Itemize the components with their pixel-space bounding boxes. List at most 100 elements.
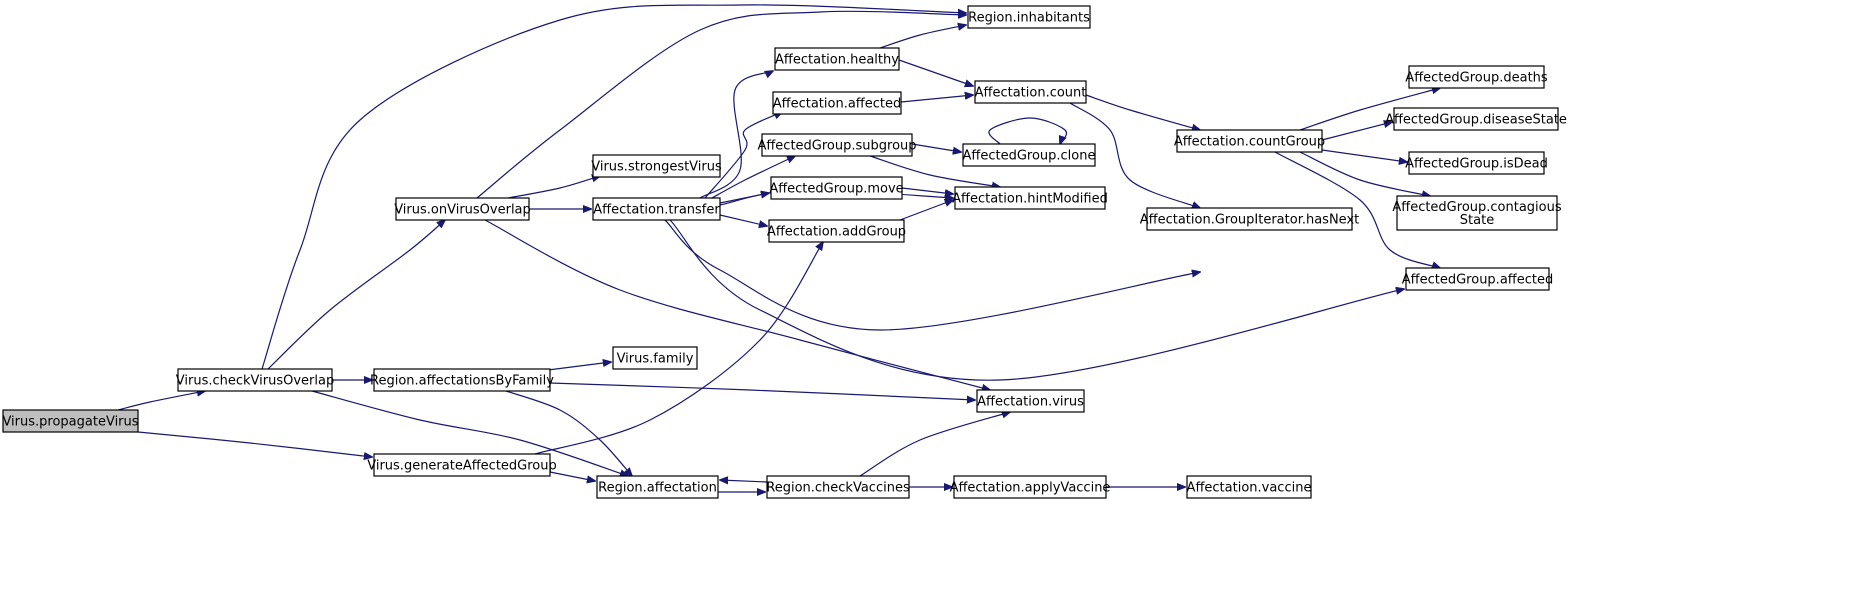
node-label: Affectation.transfer	[593, 203, 720, 218]
node-applyVacc[interactable]: Affectation.applyVaccine	[950, 475, 1111, 499]
edge-transfer-to-healthy	[699, 71, 773, 199]
edge-countGroup-to-diseaseState	[1321, 122, 1392, 141]
node-label: Affectation.hintModified	[952, 192, 1108, 207]
node-regAffect[interactable]: Region.affectation	[596, 475, 719, 499]
edge-count-to-hasNext	[1069, 102, 1200, 208]
node-box	[1396, 195, 1558, 231]
node-label: Region.checkVaccines	[766, 481, 910, 496]
node-genAffGroup[interactable]: Virus.generateAffectedGroup	[367, 453, 557, 477]
edge-checkOverlap-to-regAffect	[311, 390, 628, 476]
node-subgroup[interactable]: AffectedGroup.subgroup	[757, 133, 917, 157]
edge-affByFamily-to-virus	[549, 382, 975, 400]
node-checkVacc[interactable]: Region.checkVaccines	[766, 475, 910, 499]
node-label: State	[1460, 213, 1494, 228]
node-count[interactable]: Affectation.count	[974, 80, 1087, 104]
edge-subgroup-to-clone	[911, 143, 961, 152]
node-box	[612, 346, 698, 370]
node-box	[774, 47, 900, 71]
node-box	[373, 368, 551, 392]
node-isDead[interactable]: AffectedGroup.isDead	[1405, 151, 1548, 175]
node-label: Virus.strongestVirus	[591, 160, 722, 175]
node-countGroup[interactable]: Affectation.countGroup	[1174, 129, 1325, 153]
edge-move-to-hintMod	[901, 187, 953, 194]
edge-transfer-to-hasNext	[664, 219, 1200, 331]
node-label: Region.affectationsByFamily	[370, 374, 554, 389]
edge-healthy-to-count	[898, 59, 973, 86]
node-label: AffectedGroup.move	[769, 182, 903, 197]
node-label: Affectation.applyVaccine	[950, 481, 1111, 496]
node-box	[1408, 151, 1545, 175]
edge-countGroup-to-isDead	[1321, 149, 1407, 162]
node-box	[1393, 107, 1559, 131]
edge-addGroup-to-hintMod	[899, 200, 953, 221]
edge-transfer-to-grpAffected	[669, 219, 1404, 381]
node-box	[395, 197, 530, 221]
edge-checkOverlap-to-inhabitants	[261, 4, 966, 370]
edge-onOverlap-to-strongest	[507, 176, 600, 199]
node-diseaseState[interactable]: AffectedGroup.diseaseState	[1385, 107, 1567, 131]
edge-affByFamily-to-regAffect	[505, 390, 632, 476]
node-label: Affectation.countGroup	[1174, 135, 1325, 150]
edge-transfer-to-subgroup	[711, 156, 795, 199]
node-box	[1186, 475, 1312, 499]
node-strongest[interactable]: Virus.strongestVirus	[591, 154, 722, 178]
node-deaths[interactable]: AffectedGroup.deaths	[1405, 65, 1548, 89]
edge-countGroup-to-contagious	[1299, 151, 1430, 196]
node-box	[974, 80, 1087, 104]
node-label: Virus.onVirusOverlap	[394, 203, 531, 218]
node-label: Region.affectation	[598, 481, 717, 496]
edge-countGroup-to-grpAffected	[1274, 151, 1440, 268]
node-label: AffectedGroup.subgroup	[757, 139, 916, 154]
node-label: Virus.checkVirusOverlap	[176, 374, 334, 389]
edge-affByFamily-to-family	[547, 362, 611, 371]
node-label: AffectedGroup.affected	[1402, 273, 1553, 288]
node-label: Affectation.addGroup	[767, 225, 906, 240]
node-clone[interactable]: AffectedGroup.clone	[962, 143, 1096, 167]
edges-layer	[117, 4, 1440, 492]
node-box	[177, 368, 333, 392]
node-label: Affectation.vaccine	[1187, 481, 1312, 496]
node-label: Affectation.GroupIterator.hasNext	[1140, 213, 1360, 228]
node-hintMod[interactable]: Affectation.hintModified	[952, 186, 1108, 210]
node-vaccine[interactable]: Affectation.vaccine	[1186, 475, 1312, 499]
node-family[interactable]: Virus.family	[612, 346, 698, 370]
node-label: AffectedGroup.deaths	[1405, 71, 1548, 86]
edge-checkVacc-to-regAffect	[720, 480, 768, 482]
edge-genAffGroup-to-regAffect	[549, 471, 595, 481]
node-onOverlap[interactable]: Virus.onVirusOverlap	[394, 197, 531, 221]
node-label: Affectation.virus	[977, 395, 1084, 410]
edge-checkVacc-to-virus	[859, 412, 1010, 477]
node-affected[interactable]: Affectation.affected	[772, 91, 902, 115]
node-healthy[interactable]: Affectation.healthy	[774, 47, 900, 71]
edge-healthy-to-inhabitants	[879, 25, 966, 49]
node-label: Affectation.healthy	[775, 53, 899, 68]
node-box	[967, 5, 1091, 29]
node-affByFamily[interactable]: Region.affectationsByFamily	[370, 368, 554, 392]
node-label: AffectedGroup.isDead	[1405, 157, 1548, 172]
edge-count-to-countGroup	[1085, 94, 1200, 130]
edge-propagate-to-genAffGroup	[137, 431, 372, 457]
nodes-layer: Virus.propagateVirus Virus.checkVirusOver…	[2, 5, 1567, 499]
node-addGroup[interactable]: Affectation.addGroup	[767, 219, 906, 243]
node-virus[interactable]: Affectation.virus	[976, 389, 1085, 413]
node-box	[768, 219, 905, 243]
node-propagate[interactable]: Virus.propagateVirus	[2, 409, 139, 433]
node-checkOverlap[interactable]: Virus.checkVirusOverlap	[176, 368, 334, 392]
node-box	[1405, 267, 1550, 291]
node-box	[596, 475, 719, 499]
node-move[interactable]: AffectedGroup.move	[769, 176, 904, 200]
node-inhabitants[interactable]: Region.inhabitants	[967, 5, 1091, 29]
node-box	[761, 133, 913, 157]
edge-onOverlap-to-inhabitants	[476, 11, 966, 199]
node-box	[770, 176, 903, 200]
node-transfer[interactable]: Affectation.transfer	[592, 197, 721, 221]
node-box	[1176, 129, 1323, 153]
edge-affected-to-count	[900, 95, 973, 103]
node-box	[954, 186, 1106, 210]
node-box	[2, 409, 139, 433]
node-grpAffected[interactable]: AffectedGroup.affected	[1402, 267, 1553, 291]
node-hasNext[interactable]: Affectation.GroupIterator.hasNext	[1140, 207, 1360, 231]
node-label: AffectedGroup.diseaseState	[1385, 113, 1567, 128]
